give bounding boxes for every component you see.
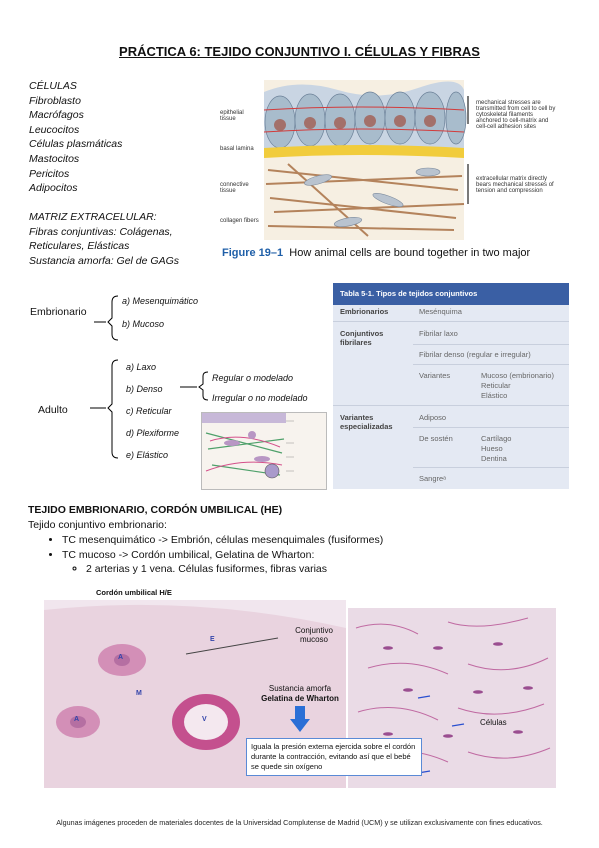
table-cell: Fibrilar laxo [419, 329, 458, 338]
table-cell: Dentina [481, 454, 507, 463]
tissue-illustration [263, 80, 469, 240]
matrix-line: Reticulares, Elásticas [29, 240, 130, 253]
row-label-fibrilares: Conjuntivos fibrilares [340, 329, 384, 347]
mark-artery: A [118, 654, 124, 661]
row-label-especializadas: Variantes especializadas [340, 413, 393, 431]
cells-heading: CÉLULAS [29, 80, 77, 92]
label-epithelial-tissue: epithelial tissue [220, 110, 244, 122]
cell-item: Adipocitos [29, 182, 78, 195]
dense-sub-item: Irregular o no modelado [212, 393, 308, 403]
adult-item: e) Elástico [126, 450, 169, 460]
figure-caption-text: How animal cells are bound together in t… [289, 247, 531, 259]
section-heading: TEJIDO EMBRIONARIO, CORDÓN UMBILICAL (HE… [28, 504, 283, 516]
bracket-lines [90, 295, 209, 459]
wharton-label: Gelatina de Wharton [261, 694, 339, 703]
mark-vein: V [202, 716, 207, 723]
bullet-item: TC mucoso -> Cordón umbilical, Gelatina … [62, 548, 588, 563]
cells-list: CÉLULAS Fibroblasto Macrófagos Leucocito… [29, 79, 122, 196]
adult-item: a) Laxo [126, 362, 157, 372]
conjuntivo-mucoso-label: Conjuntivo mucoso [295, 626, 333, 644]
table-cell: Mucoso (embrionario) [481, 371, 554, 380]
wharton-note: Iguala la presión externa ejercida sobre… [246, 738, 422, 776]
label-connective-tissue: connective tissue [220, 182, 249, 194]
loose-tissue-figure [201, 412, 327, 490]
micrograph-title: Cordón umbilical H/E [96, 588, 172, 597]
figure-19-1: epithelial tissue basal lamina connectiv… [218, 80, 558, 240]
figure-caption: Figure 19–1 How animal cells are bound t… [222, 247, 530, 259]
mark-artery: A [74, 716, 80, 723]
embryonic-item: b) Mucoso [122, 319, 165, 329]
cell-item: Leucocitos [29, 123, 80, 136]
adult-item: d) Plexiforme [126, 428, 180, 438]
cells-label: Células [480, 718, 507, 727]
section-intro: Tejido conjuntivo embrionario: [28, 519, 167, 531]
table-cell-group: Cartílago Hueso Dentina [481, 434, 511, 464]
table-cell: Mesénquima [419, 307, 462, 316]
pointer-arrow [185, 637, 279, 655]
label-mechanical-stresses: mechanical stresses are transmitted from… [476, 100, 556, 130]
matrix-line: Fibras conjuntivas: Colágenas, [29, 225, 173, 238]
table-cell: Adiposo [419, 413, 447, 422]
table-title: Tabla 5-1. Tipos de tejidos conjuntivos [333, 283, 569, 305]
adult-item: c) Reticular [126, 406, 172, 416]
cell-item: Células plasmáticas [29, 138, 123, 151]
matrix-line: Sustancia amorfa: Gel de GAGs [29, 254, 179, 267]
down-arrow-icon [290, 706, 310, 732]
table-cell: Sangreᵃ [419, 474, 446, 483]
adult-item: b) Denso [126, 384, 163, 394]
cell-item: Pericitos [29, 167, 70, 180]
table-sub-label: Variantes [419, 371, 451, 380]
mark-epithelium: E [210, 636, 215, 643]
figure-number: Figure 19–1 [222, 247, 284, 259]
matrix-heading: MATRIZ EXTRACELULAR: [29, 211, 157, 223]
mark-mesenchyme: M [136, 690, 142, 697]
table-cell: Cartílago [481, 434, 512, 443]
table-5-1: Tabla 5-1. Tipos de tejidos conjuntivos … [333, 283, 569, 489]
classification-diagram: Embrionario a) Mesenquimático b) Mucoso … [30, 292, 330, 492]
table-cell: Reticular [481, 381, 511, 390]
cell-item: Macrófagos [29, 109, 84, 122]
adult-label: Adulto [38, 404, 68, 416]
sub-bullet-item: 2 arterias y 1 vena. Células fusiformes,… [86, 562, 588, 577]
loose-tissue-illustration [202, 413, 294, 479]
sustancia-amorfa-label: Sustancia amorfa [268, 684, 332, 693]
matrix-list: MATRIZ EXTRACELULAR: Fibras conjuntivas:… [29, 210, 179, 268]
table-sub-label: De sostén [419, 434, 453, 443]
cell-item: Mastocitos [29, 152, 80, 165]
cell-item: Fibroblasto [29, 94, 81, 107]
section-bullets: TC mesenquimático -> Embrión, células me… [28, 533, 588, 577]
footer-note: Algunas imágenes proceden de materiales … [56, 818, 543, 827]
table-cell-group: Mucoso (embrionario) Reticular Elástico [481, 371, 554, 401]
table-cell: Fibrilar denso (regular e irregular) [419, 350, 531, 359]
label-basal-lamina: basal lamina [220, 146, 254, 152]
embryonic-item: a) Mesenquimático [122, 296, 199, 306]
table-cell: Hueso [481, 444, 503, 453]
row-label-embrionarios: Embrionarios [340, 307, 389, 316]
embryonic-label: Embrionario [30, 306, 87, 318]
dense-sub-item: Regular o modelado [212, 373, 294, 383]
bullet-item: TC mesenquimático -> Embrión, células me… [62, 533, 588, 548]
label-collagen-fibers: collagen fibers [220, 218, 259, 224]
label-extracellular-matrix: extracellular matrix directly bears mech… [476, 176, 554, 194]
page-title: PRÁCTICA 6: TEJIDO CONJUNTIVO I. CÉLULAS… [119, 44, 480, 59]
table-cell: Elástico [481, 391, 508, 400]
